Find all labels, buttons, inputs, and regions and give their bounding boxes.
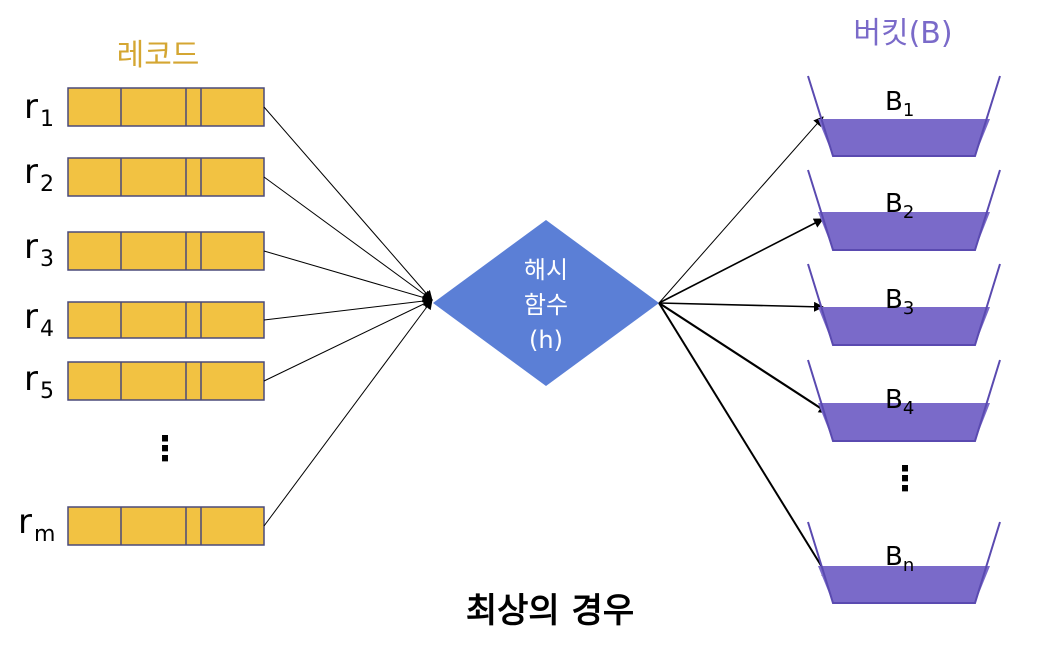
- record-4-sub: 4: [40, 317, 54, 342]
- record-1-base: r: [24, 87, 38, 127]
- record-1-box: [67, 87, 265, 127]
- bucket-n-sub: n: [903, 555, 914, 576]
- bucket-1-sub: 1: [903, 100, 914, 121]
- record-2-box: [67, 157, 265, 197]
- record-5: r5: [24, 359, 265, 404]
- arrow-b2: [658, 218, 824, 304]
- svg-text:r5: r5: [24, 359, 54, 404]
- hash-function: 해시 함수 (h): [433, 220, 659, 386]
- svg-text:rm: rm: [18, 502, 55, 547]
- record-4: r4: [24, 297, 265, 342]
- arrow-r3: [263, 250, 433, 303]
- record-3: r3: [24, 227, 265, 272]
- arrow-bn: [658, 302, 831, 581]
- record-4-box: [67, 301, 265, 339]
- record-3-sub: 3: [40, 247, 54, 272]
- bucket-1-base: B: [885, 87, 903, 117]
- arrow-r5: [263, 299, 433, 382]
- record-m-base: r: [18, 502, 32, 542]
- bucket-4-outline: [807, 359, 1001, 442]
- buckets-group: B1 B2 B3 B4 ⋮: [807, 75, 1001, 604]
- record-m-box: [67, 506, 265, 546]
- records-title: 레코드: [117, 38, 200, 73]
- record-arrows: [263, 106, 433, 527]
- arrow-r4: [263, 296, 433, 321]
- record-4-base: r: [24, 297, 38, 337]
- svg-text:r1: r1: [24, 87, 54, 132]
- record-5-sub: 5: [40, 379, 54, 404]
- arrow-r2: [263, 176, 433, 301]
- svg-text:B4: B4: [885, 385, 914, 419]
- svg-text:B1: B1: [885, 87, 914, 121]
- svg-text:r2: r2: [24, 152, 54, 197]
- bucket-2-content: [818, 212, 990, 250]
- records-group: r1 r2 r3: [18, 87, 265, 547]
- bucket-1-content: [818, 119, 990, 156]
- hash-diamond: [433, 220, 659, 386]
- svg-text:r3: r3: [24, 227, 54, 272]
- bucket-n-outline: [807, 521, 1001, 604]
- record-m-sub: m: [34, 522, 55, 547]
- arrow-r1: [263, 106, 433, 301]
- caption: 최상의 경우: [466, 591, 634, 631]
- svg-text:B2: B2: [885, 189, 914, 223]
- record-3-base: r: [24, 227, 38, 267]
- record-1: r1: [24, 87, 265, 132]
- record-2-base: r: [24, 152, 38, 192]
- bucket-4-content: [818, 403, 990, 441]
- bucket-3-content: [818, 307, 990, 345]
- arrow-b1: [658, 116, 824, 304]
- buckets-title: 버킷(B): [853, 16, 952, 51]
- record-2-sub: 2: [40, 172, 54, 197]
- bucket-n: Bn: [807, 521, 1001, 604]
- svg-text:B3: B3: [885, 285, 914, 319]
- hash-label-line3: (h): [529, 326, 563, 354]
- bucket-n-content: [818, 566, 990, 603]
- bucket-4-sub: 4: [903, 398, 914, 419]
- bucket-2-outline: [807, 169, 1001, 251]
- bucket-3-sub: 3: [903, 298, 914, 319]
- record-1-sub: 1: [40, 107, 54, 132]
- record-3-box: [67, 231, 265, 271]
- bucket-n-base: B: [885, 542, 903, 572]
- bucket-2-base: B: [885, 189, 903, 219]
- bucket-3-base: B: [885, 285, 903, 315]
- bucket-3: B3: [807, 263, 1001, 346]
- bucket-3-outline: [807, 263, 1001, 346]
- hash-label-line1: 해시: [524, 256, 568, 284]
- arrow-rm: [263, 299, 433, 527]
- buckets-ellipsis: ⋮: [888, 459, 922, 499]
- bucket-arrows: [658, 116, 831, 581]
- record-m: rm: [18, 502, 265, 547]
- arrow-b3: [658, 301, 824, 312]
- svg-text:Bn: Bn: [885, 542, 914, 576]
- records-ellipsis: ⋮: [148, 429, 182, 469]
- bucket-2: B2: [807, 169, 1001, 251]
- hash-label-line2: 함수: [524, 291, 568, 319]
- arrow-b4: [658, 302, 829, 414]
- record-5-base: r: [24, 359, 38, 399]
- bucket-1-outline: [807, 75, 1001, 157]
- bucket-2-sub: 2: [903, 202, 914, 223]
- bucket-4: B4: [807, 359, 1001, 442]
- record-2: r2: [24, 152, 265, 197]
- bucket-1: B1: [807, 75, 1001, 157]
- svg-text:r4: r4: [24, 297, 54, 342]
- bucket-4-base: B: [885, 385, 903, 415]
- record-5-box: [67, 361, 265, 401]
